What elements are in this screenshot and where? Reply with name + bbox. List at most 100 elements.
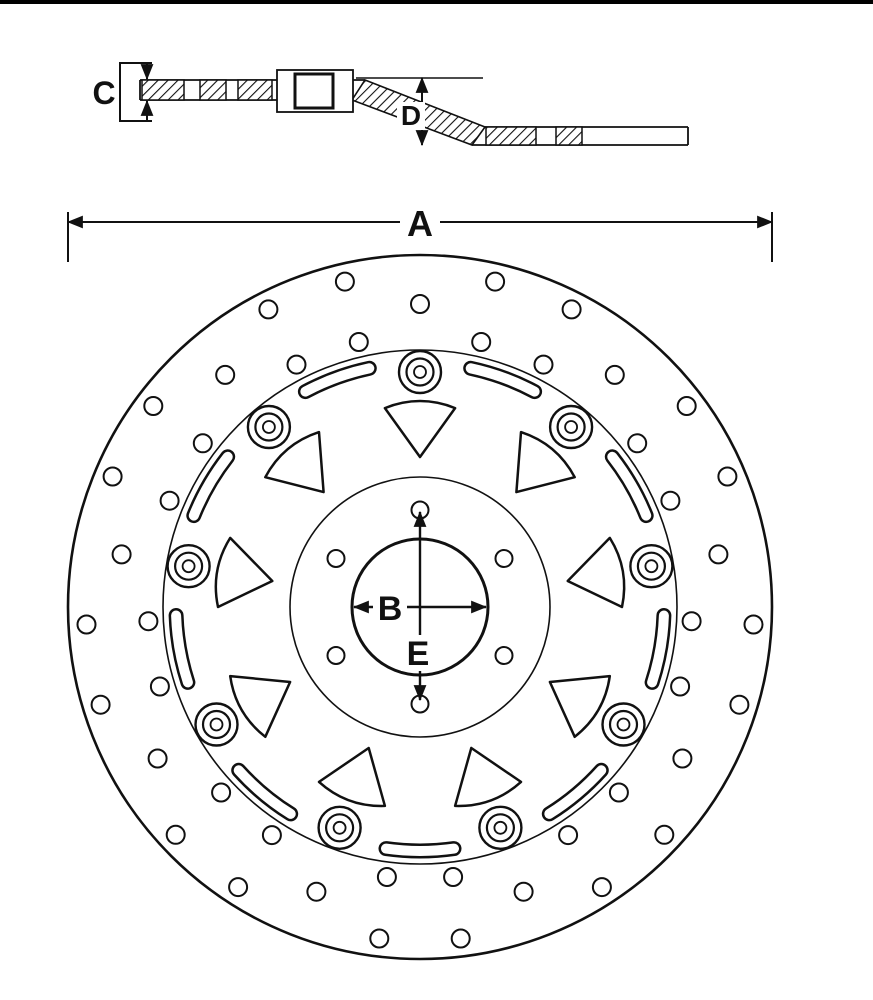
dim-b-label-mask	[373, 590, 407, 626]
rivet	[493, 820, 508, 835]
spoke-cutout	[317, 746, 387, 808]
drill-hole	[138, 611, 159, 632]
drill-hole	[149, 676, 170, 697]
dimension-d: D	[397, 76, 429, 147]
drill-hole	[591, 877, 612, 898]
rivet	[413, 365, 427, 379]
dim-e-label: E	[407, 635, 430, 673]
drill-hole	[159, 490, 180, 511]
drill-hole	[369, 928, 390, 949]
drill-hole	[192, 433, 213, 454]
drill-hole	[676, 396, 697, 416]
drill-hole	[471, 332, 492, 352]
spoke-cutout	[453, 746, 523, 808]
rivet	[181, 559, 196, 574]
drill-hole	[348, 332, 369, 352]
drill-hole	[228, 877, 249, 898]
hatch-segment	[237, 79, 273, 101]
drill-hole	[450, 928, 471, 949]
drill-hole	[76, 614, 97, 635]
float-slot	[465, 363, 540, 397]
hub-bolt-hole	[326, 549, 346, 568]
spoke-cutout	[214, 536, 274, 609]
cross-section-view: C D	[92, 62, 689, 147]
dim-e-label-mask	[401, 635, 435, 671]
spoke-cutout	[566, 536, 626, 609]
drill-hole	[90, 694, 111, 715]
drill-holes	[76, 271, 764, 949]
hatch-segment	[555, 126, 583, 146]
spoke-cutout	[515, 430, 576, 494]
drill-hole	[717, 466, 738, 487]
spoke-cutout	[264, 430, 325, 494]
drill-hole	[410, 294, 430, 314]
drill-hole	[672, 748, 693, 769]
drill-hole	[513, 881, 534, 902]
dim-a-label: A	[407, 203, 433, 244]
dim-b-label: B	[378, 590, 403, 628]
drill-hole	[147, 748, 168, 769]
hub-section-nut	[293, 72, 335, 110]
dimension-a: A	[66, 203, 774, 262]
hatch-segment	[485, 126, 537, 146]
rivet	[564, 420, 578, 434]
float-slot	[607, 451, 652, 521]
spoke-cutout	[548, 674, 612, 739]
rivet	[332, 820, 347, 835]
drill-hole	[654, 824, 675, 845]
drill-hole	[743, 614, 764, 635]
drill-hole	[608, 782, 629, 803]
drill-hole	[681, 611, 702, 632]
drill-hole	[729, 694, 750, 715]
drill-hole	[485, 271, 506, 292]
float-slot	[647, 610, 669, 688]
dim-d-label-mask	[397, 102, 425, 130]
drill-hole	[261, 825, 282, 846]
rivet	[209, 717, 224, 732]
hub-bolt-hole	[494, 646, 514, 665]
dim-c-bracket	[119, 62, 152, 122]
float-slot	[233, 765, 296, 819]
float-slot	[544, 765, 607, 819]
dim-c-label: C	[92, 75, 115, 111]
rivet	[644, 559, 659, 574]
drill-hole	[708, 544, 729, 565]
hatch-segment	[199, 79, 227, 101]
drill-hole	[258, 299, 279, 320]
drill-hole	[533, 354, 554, 375]
hub-bolt-hole	[326, 646, 346, 665]
rivets	[166, 349, 674, 850]
drill-hole	[334, 271, 355, 292]
drill-hole	[558, 825, 579, 846]
drill-hole	[561, 299, 582, 320]
spoke-cutouts	[214, 399, 626, 808]
rivet	[616, 717, 631, 732]
float-slot	[381, 843, 459, 856]
drill-hole	[143, 396, 164, 416]
float-slots	[168, 360, 672, 859]
float-slot	[188, 451, 233, 521]
drill-hole	[604, 364, 625, 385]
float-slot	[171, 610, 193, 688]
dimension-c: C	[92, 62, 154, 122]
rivet	[261, 420, 276, 434]
float-slot	[300, 363, 375, 397]
drill-hole	[443, 867, 464, 887]
page-top-border	[0, 0, 873, 4]
drill-hole	[306, 881, 327, 902]
dim-a-label-mask	[400, 203, 440, 241]
drill-hole	[670, 676, 691, 697]
drill-hole	[215, 364, 236, 385]
drill-hole	[660, 490, 681, 511]
spoke-cutout	[383, 399, 457, 459]
drill-hole	[286, 354, 307, 375]
drill-hole	[111, 544, 132, 565]
drill-hole	[376, 867, 397, 887]
hatch-segment	[141, 79, 185, 101]
drill-hole	[627, 433, 648, 454]
hub-bolt-hole	[494, 549, 514, 568]
drill-hole	[211, 782, 232, 803]
hub-bolt-holes	[326, 500, 514, 714]
